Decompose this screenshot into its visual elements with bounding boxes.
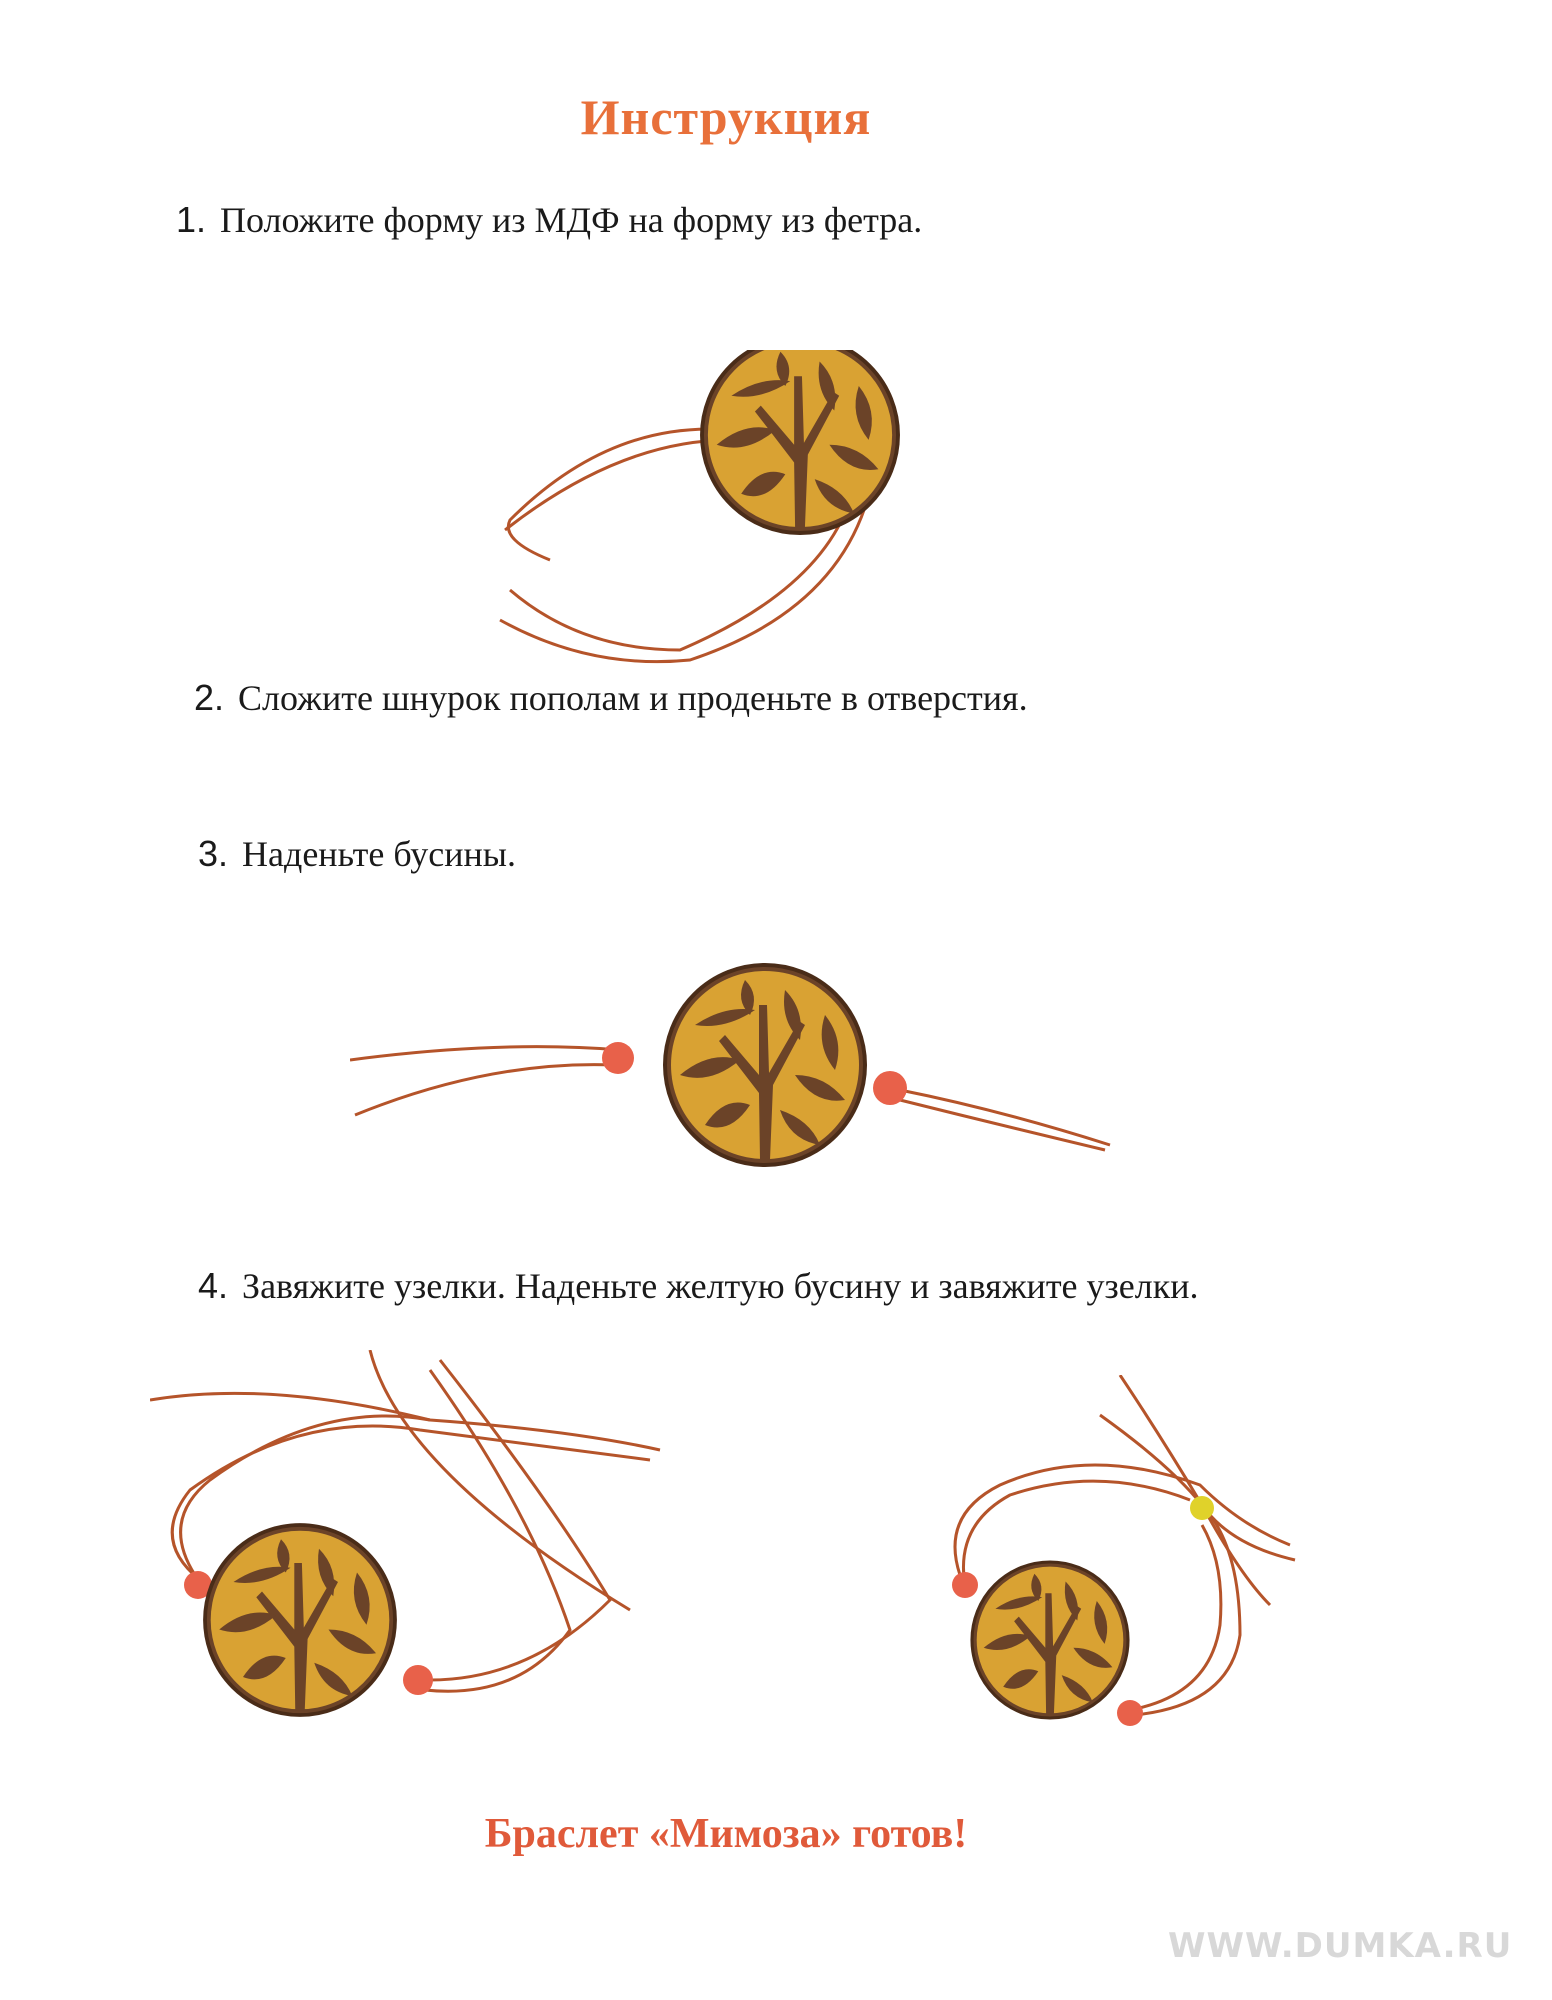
step-2: 2. Сложите шнурок пополам и проденьте в о… [194,676,1028,720]
step-1-text: Положите форму из МДФ на форму из фетра. [220,200,923,240]
step-2-text: Сложите шнурок пополам и проденьте в отв… [238,678,1028,718]
bead [1117,1700,1143,1726]
completion-message: Браслет «Мимоза» готов! [484,1811,968,1857]
figure-step-4-left [150,1350,661,1717]
watermark: WWW.DUMKA.RU [1168,1926,1513,1966]
step-2-number: 2. [194,677,225,718]
bead [403,1665,433,1695]
step-3: 3. Наденьте бусины. [198,832,516,876]
step-4-text: Завяжите узелки. Наденьте желтую бусину … [242,1266,1199,1306]
step-1-number: 1. [176,199,207,240]
page-title: Инструкция [580,89,872,145]
step-1: 1. Положите форму из МДФ на форму из фетр… [176,198,922,242]
step-4-number: 4. [198,1265,229,1306]
bead [184,1571,212,1599]
bead-yellow [1190,1496,1214,1520]
bead [952,1572,978,1598]
figure-step-4-right [952,1375,1296,1726]
figure-step-3 [350,963,1111,1167]
bead [873,1071,907,1105]
bead [602,1042,634,1074]
step-4: 4. Завяжите узелки. Наденьте желтую бусин… [198,1264,1198,1308]
step-3-text: Наденьте бусины. [242,834,516,874]
figure-step-1 [499,350,900,664]
step-3-number: 3. [198,833,229,874]
